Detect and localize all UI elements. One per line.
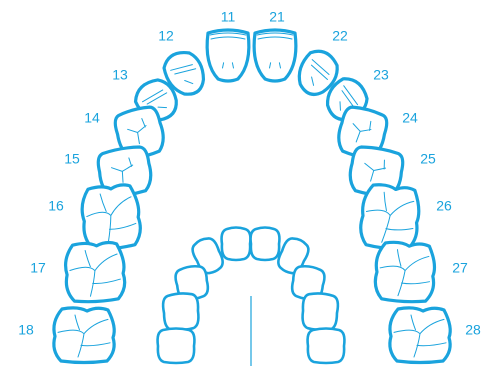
primary-tooth-1 [222,228,251,261]
tooth-label-17: 17 [30,260,46,276]
tooth-label-16: 16 [48,198,64,214]
tooth-label-15: 15 [64,151,80,167]
primary-tooth-10 [308,329,345,364]
tooth-label-13: 13 [112,67,128,83]
tooth-label-26: 26 [436,198,452,214]
tooth-label-22: 22 [332,28,348,44]
tooth-label-23: 23 [373,67,389,83]
primary-tooth-8 [301,292,338,331]
tooth-11-outline [207,30,249,81]
tooth-label-11: 11 [221,9,236,25]
tooth-21-outline [254,30,296,81]
primary-tooth-7 [162,292,199,331]
tooth-label-24: 24 [402,110,418,126]
tooth-17 [64,241,125,303]
tooth-27 [374,241,435,303]
primary-tooth-2 [251,228,280,261]
tooth-21 [254,30,296,81]
tooth-label-14: 14 [84,110,100,126]
tooth-label-25: 25 [420,151,436,167]
tooth-18 [54,308,114,363]
primary-arch [158,228,345,367]
tooth-28 [390,308,450,363]
tooth-label-21: 21 [269,9,285,25]
tooth-label-27: 27 [452,260,468,276]
primary-tooth-9 [158,329,195,364]
tooth-label-18: 18 [18,322,34,338]
tooth-11 [207,30,249,81]
tooth-label-12: 12 [158,28,174,44]
tooth-label-28: 28 [465,322,481,338]
